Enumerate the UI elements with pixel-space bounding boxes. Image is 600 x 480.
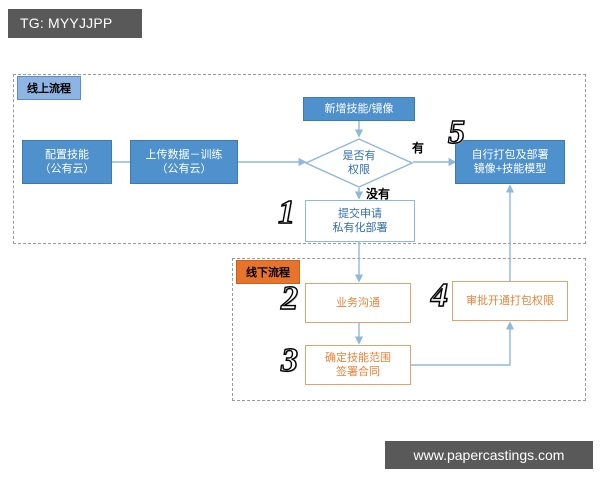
node-line: 自行打包及部署: [471, 149, 549, 161]
node-upload-data-train[interactable]: 上传数据－训练 （公有云）: [130, 140, 238, 184]
edge-label-no: 没有: [366, 187, 391, 201]
node-line: 是否有: [342, 150, 376, 162]
decision-label: 是否有 权限: [305, 138, 413, 188]
group-offline-process: [232, 258, 586, 401]
tg-badge: TG: MYYJJPP: [8, 9, 142, 38]
step-number-4: 4: [430, 277, 448, 314]
node-line: （公有云）: [39, 163, 95, 175]
node-line: 镜像+技能模型: [473, 163, 547, 175]
edge-label-yes: 有: [412, 141, 425, 155]
group-online-label: 线上流程: [17, 76, 81, 100]
node-confirm-scope-sign-contract[interactable]: 确定技能范围 签署合同: [305, 345, 411, 385]
node-line: 审批开通打包权限: [466, 295, 554, 307]
step-number-3: 3: [280, 342, 298, 379]
node-line: 新增技能/镜像: [324, 103, 394, 115]
node-line: 上传数据－训练: [145, 149, 223, 161]
node-line: 权限: [348, 164, 370, 176]
node-submit-application[interactable]: 提交申请 私有化部署: [305, 200, 415, 242]
node-business-communication[interactable]: 业务沟通: [305, 283, 411, 323]
node-approve-packaging-permission[interactable]: 审批开通打包权限: [452, 281, 568, 321]
group-online-process: [13, 74, 586, 244]
step-number-2: 2: [280, 280, 298, 317]
node-line: 确定技能范围: [325, 352, 391, 364]
group-offline-label: 线下流程: [236, 260, 300, 284]
diamond-shape: [305, 138, 413, 188]
node-add-skill-image[interactable]: 新增技能/镜像: [303, 97, 415, 121]
node-configure-skill[interactable]: 配置技能 （公有云）: [22, 140, 112, 184]
node-line: 业务沟通: [336, 297, 380, 309]
node-line: 签署合同: [336, 366, 380, 378]
step-number-5: 5: [447, 114, 465, 151]
node-line: 配置技能: [45, 149, 89, 161]
node-line: 提交申请: [338, 208, 382, 220]
node-line: （公有云）: [156, 163, 212, 175]
node-decision-has-permission[interactable]: 是否有 权限: [305, 138, 413, 188]
watermark: www.papercastings.com: [385, 441, 593, 469]
step-number-1: 1: [277, 194, 295, 231]
node-line: 私有化部署: [332, 222, 388, 234]
node-self-package-deploy[interactable]: 自行打包及部署 镜像+技能模型: [455, 140, 565, 184]
